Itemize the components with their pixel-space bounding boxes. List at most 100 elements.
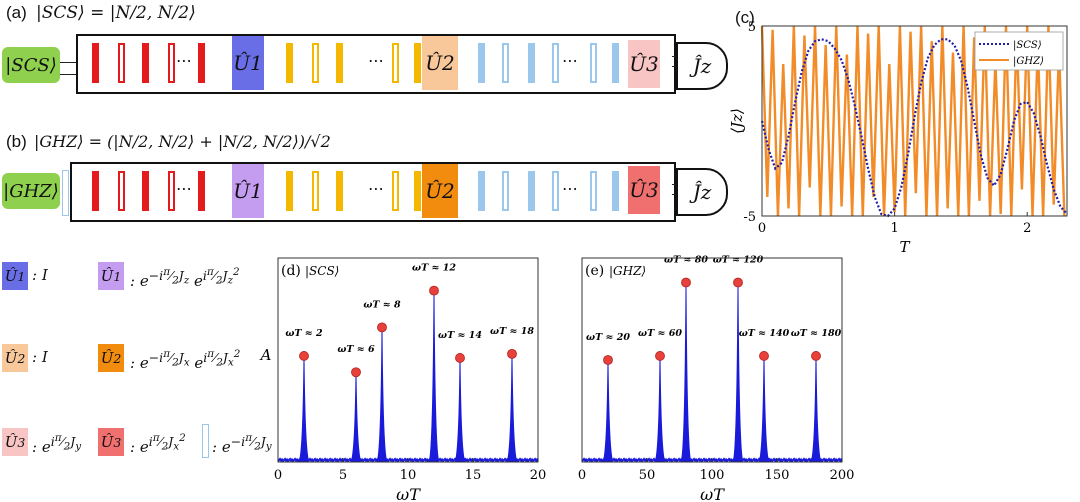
pulse	[142, 171, 149, 211]
pulse	[92, 171, 99, 211]
pulse	[168, 43, 175, 83]
legend-u2-scs: : I	[32, 348, 48, 366]
ellipsis: ⋯	[368, 179, 385, 198]
pulse	[414, 171, 421, 211]
pulse	[198, 171, 205, 211]
pulse	[392, 171, 399, 211]
legend-pulse-swatch	[202, 424, 209, 458]
pulse	[612, 171, 619, 211]
peak-marker	[455, 353, 465, 363]
ellipsis: ⋯	[176, 51, 193, 70]
ellipsis: ⋯	[176, 179, 193, 198]
spectrum-peak	[680, 282, 692, 463]
peak-marker	[681, 277, 691, 288]
ellipsis: ⋯	[562, 51, 579, 70]
pulse	[590, 171, 597, 211]
pulse	[528, 43, 535, 83]
legend-box	[974, 31, 1064, 71]
peak-label: ωT ≈ 80	[664, 254, 708, 265]
series-ghz-line	[760, 25, 1066, 217]
peak-marker	[377, 322, 387, 333]
measure-jz-b: Ĵz	[676, 168, 728, 216]
series-scs-line	[760, 38, 1068, 218]
pulse	[502, 171, 509, 211]
x-tick-label: 15	[465, 468, 482, 483]
peak-marker	[299, 351, 309, 361]
pulse	[392, 43, 399, 83]
x-tick-label: 50	[639, 468, 656, 483]
legend-label: |SCS⟩	[1013, 40, 1042, 51]
peak-label: ωT ≈ 2	[285, 328, 323, 339]
x-tick-label: 1	[890, 221, 898, 236]
peak-marker	[429, 285, 439, 296]
ellipsis: ⋯	[562, 179, 579, 198]
x-axis-label: ωT	[700, 485, 725, 502]
pulse	[286, 43, 293, 83]
x-tick-label: 2	[1023, 221, 1031, 236]
y-axis-label: A	[259, 346, 272, 364]
y-tick-label: 5	[748, 20, 756, 35]
x-axis-label: T	[899, 238, 910, 256]
spectrum-peak	[758, 355, 770, 463]
legend-u3-scs: : eiπ⁄2Jy	[32, 432, 82, 457]
x-tick-label: 10	[400, 468, 417, 483]
spectrum-peak	[454, 357, 466, 463]
spectrum-peak	[506, 353, 518, 463]
scs-input-state: |SCS⟩	[2, 47, 60, 83]
y-tick-label: -5	[743, 210, 756, 225]
panel-b-label: (b)	[6, 132, 27, 151]
pulse	[92, 43, 99, 83]
panel-label: (d)	[281, 263, 301, 279]
ellipsis: ⋯	[368, 51, 385, 70]
x-tick-label: 0	[578, 468, 586, 483]
pulse	[286, 171, 293, 211]
pulse	[336, 43, 343, 83]
x-tick-label: 150	[765, 468, 790, 483]
x-tick-label: 5	[339, 468, 347, 483]
peak-marker	[507, 348, 517, 359]
peak-marker	[733, 277, 743, 288]
peak-marker	[603, 355, 613, 365]
chart-title: |SCS⟩	[305, 264, 339, 278]
pulse	[528, 171, 535, 211]
pulse	[142, 43, 149, 83]
spectrum-peak	[810, 355, 822, 463]
pulse	[336, 171, 343, 211]
spectrum-peak	[428, 290, 440, 463]
pulse	[478, 171, 485, 211]
panel-label: (e)	[585, 263, 604, 279]
chart-frame	[277, 257, 539, 463]
peak-marker	[811, 351, 821, 361]
legend-label: |GHZ⟩	[1013, 56, 1044, 67]
pulse	[312, 171, 319, 211]
peak-label: ωT ≈ 180	[791, 328, 842, 339]
panel-a-equation: |SCS⟩ = |N/2, N/2⟩	[36, 3, 196, 23]
pulse	[118, 171, 125, 211]
legend-u1-scs: : I	[32, 266, 48, 284]
peak-marker	[351, 367, 361, 378]
gate-u3-b: Û3	[628, 166, 660, 214]
pulse	[198, 43, 205, 83]
spectrum-peak	[298, 355, 310, 463]
pulse	[552, 43, 559, 83]
y-axis-label: ⟨Ĵz⟩	[730, 108, 746, 134]
x-tick-label: 100	[700, 468, 725, 483]
pulse	[118, 43, 125, 83]
spectrum-peak	[654, 355, 666, 463]
gate-u3-a: Û3	[628, 40, 660, 88]
chart-frame	[581, 257, 843, 463]
gate-u1-a: Û1	[232, 36, 264, 90]
peak-marker	[759, 351, 769, 361]
x-tick-label: 20	[530, 468, 547, 483]
measure-jz-a: Ĵz	[676, 42, 728, 90]
spectrum-peak	[602, 359, 614, 463]
peak-marker	[655, 351, 665, 361]
